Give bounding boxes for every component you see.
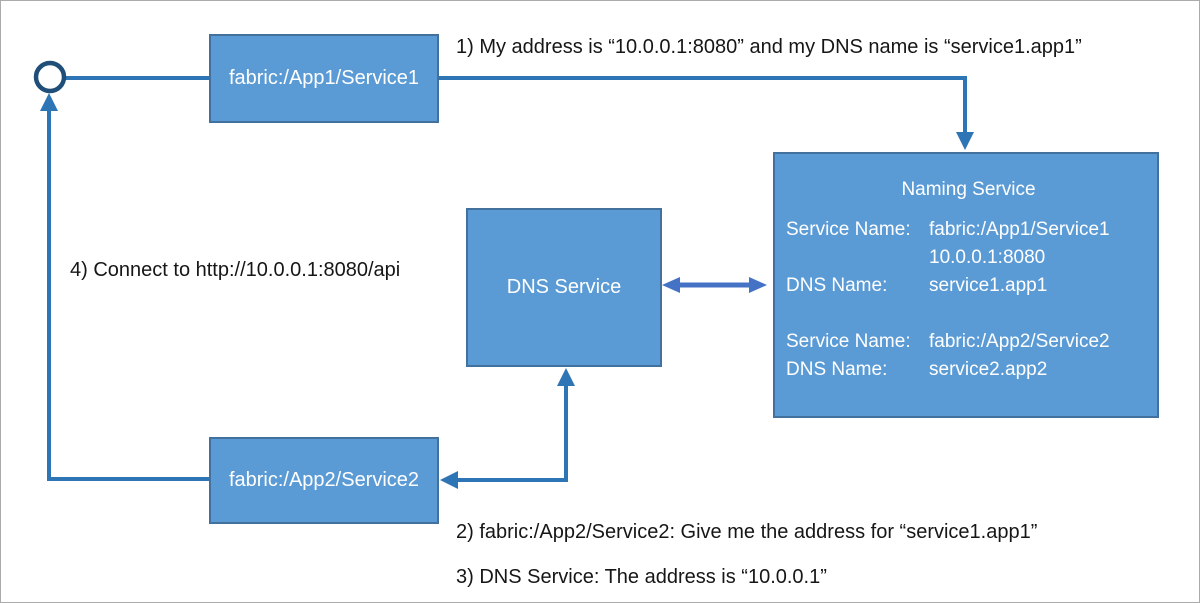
record-separator	[786, 300, 1151, 328]
record-label: Service Name:	[786, 219, 911, 240]
record-value: service1.app1	[929, 275, 1048, 296]
record-label: Service Name:	[786, 331, 911, 352]
service1-box-label: fabric:/App1/Service1	[228, 67, 420, 89]
service1-box: fabric:/App1/Service1	[209, 34, 439, 123]
arrowhead-down-into-naming	[956, 132, 974, 150]
naming-record2-dns-name-row: DNS Name: service2.app2	[786, 356, 1151, 384]
dns-service-box: DNS Service	[466, 208, 662, 367]
record-value: service2.app2	[929, 359, 1048, 380]
record-value: fabric:/App2/Service2	[929, 331, 1110, 352]
record-value: fabric:/App1/Service1	[929, 219, 1110, 240]
arrowhead-right-into-naming	[749, 277, 767, 293]
naming-service-box: Naming Service Service Name: fabric:/App1…	[773, 152, 1159, 418]
arrowhead-left-into-service2	[440, 471, 458, 489]
annotation-step3: 3) DNS Service: The address is “10.0.0.1…	[456, 566, 827, 588]
annotation-step4: 4) Connect to http://10.0.0.1:8080/api	[70, 259, 401, 281]
record-value: 10.0.0.1:8080	[929, 247, 1046, 268]
dns-service-box-label: DNS Service	[506, 276, 622, 298]
record-label: DNS Name:	[786, 275, 888, 296]
arrowhead-left-into-dns	[662, 277, 680, 293]
service2-box: fabric:/App2/Service2	[209, 437, 439, 524]
naming-record1-dns-name-row: DNS Name: service1.app1	[786, 272, 1151, 300]
record-label: DNS Name:	[786, 359, 888, 380]
arrowhead-up-into-circle	[40, 93, 58, 111]
annotation-step2: 2) fabric:/App2/Service2: Give me the ad…	[456, 521, 1038, 543]
naming-record1-address-row: 10.0.0.1:8080	[786, 244, 1151, 272]
connector-service2-to-circle	[47, 109, 209, 481]
naming-service-title: Naming Service	[901, 179, 1036, 200]
connector-service2-to-dns	[457, 383, 568, 482]
service2-box-label: fabric:/App2/Service2	[228, 469, 420, 491]
annotation-step1: 1) My address is “10.0.0.1:8080” and my …	[456, 36, 1082, 58]
interface-circle	[33, 60, 67, 94]
connector-service1-to-naming	[439, 76, 967, 134]
naming-record2-service-name-row: Service Name: fabric:/App2/Service2	[786, 328, 1151, 356]
naming-record1-service-name-row: Service Name: fabric:/App1/Service1	[786, 216, 1151, 244]
arrowhead-up-into-dns	[557, 368, 575, 386]
